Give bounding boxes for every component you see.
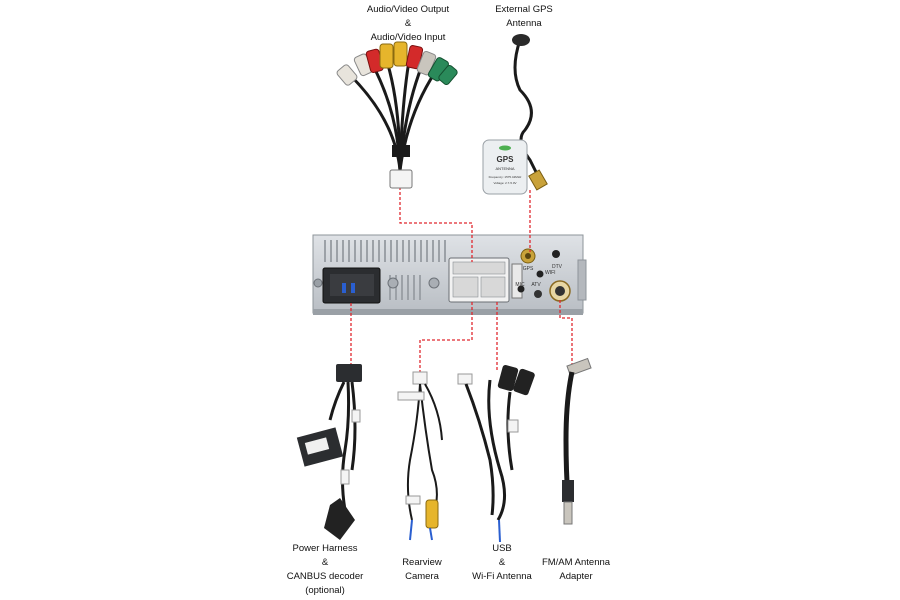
fmam-adapter	[562, 357, 592, 525]
mic-port	[517, 285, 525, 293]
usb-label-line2: &	[498, 557, 506, 568]
fmam-adapter-label: FM/AM Antenna Adapter	[531, 556, 621, 584]
gps-label-line1: External GPS	[495, 4, 553, 15]
gps-module-sub: ANTENNA	[495, 166, 514, 171]
gps-antenna-label: External GPS Antenna	[479, 3, 569, 31]
aux-connector-port	[511, 263, 523, 299]
fmam-label-line2: Adapter	[559, 571, 593, 582]
gps-module-volt: Voltage: 2.7-5.0V	[493, 181, 516, 185]
gps-antenna: GPS ANTENNA Frequency: 1575.42MHz Voltag…	[482, 34, 548, 195]
wifi-port-label: WIFI	[545, 270, 556, 276]
gps-port-label: GPS	[523, 266, 534, 272]
av-label-line3: Audio/Video Input	[370, 32, 446, 43]
head-unit: GPS DTV WIFI MIC ATV	[312, 234, 587, 315]
rearview-camera-label: Rearview Camera	[390, 556, 454, 584]
wifi-port	[536, 270, 544, 278]
usb-wifi-label: USB & Wi-Fi Antenna	[457, 542, 547, 584]
fmam-label-line1: FM/AM Antenna	[541, 557, 611, 568]
power-harness	[296, 364, 362, 540]
usb-wifi-cable	[457, 365, 535, 543]
mic-port-label: MIC	[515, 282, 525, 288]
gps-module-brand: GPS	[497, 155, 515, 164]
canbus-decoder	[296, 427, 344, 467]
av-label-line2: &	[404, 18, 412, 29]
fmam-connector-line	[559, 300, 573, 368]
gps-port: GPS	[520, 248, 536, 272]
dtv-port: DTV	[552, 250, 563, 270]
atv-port-label: ATV	[531, 282, 541, 288]
av-connector-line	[399, 187, 473, 262]
gps-module: GPS ANTENNA Frequency: 1575.42MHz Voltag…	[482, 139, 528, 195]
av-cable-label: Audio/Video Output & Audio/Video Input	[343, 3, 473, 45]
gps-module-freq: Frequency: 1575.42MHz	[489, 175, 522, 179]
usb-label-line3: Wi-Fi Antenna	[472, 571, 532, 582]
gps-label-line2: Antenna	[506, 18, 542, 29]
dtv-port-label: DTV	[552, 264, 563, 270]
av-plug	[389, 169, 413, 189]
power-label-line2: &	[321, 557, 329, 568]
rearview-label-line2: Camera	[405, 571, 439, 582]
av-label-line1: Audio/Video Output	[366, 4, 450, 15]
power-connector-port	[322, 267, 381, 304]
usb-label-line1: USB	[492, 543, 512, 554]
power-harness-label: Power Harness & CANBUS decoder (optional…	[275, 542, 375, 598]
connector-lines	[350, 187, 573, 377]
atv-port	[534, 290, 542, 298]
power-label-line4: (optional)	[305, 585, 345, 596]
av-rca-cable	[336, 41, 458, 189]
fm-antenna-socket	[549, 280, 571, 302]
power-label-line3: CANBUS decoder	[286, 571, 364, 582]
rca-plugs	[336, 41, 458, 86]
multi-connector-port	[448, 257, 510, 303]
power-label-line1: Power Harness	[292, 543, 358, 554]
rearview-label-line1: Rearview	[402, 557, 442, 568]
rearview-camera-cable	[397, 371, 443, 541]
